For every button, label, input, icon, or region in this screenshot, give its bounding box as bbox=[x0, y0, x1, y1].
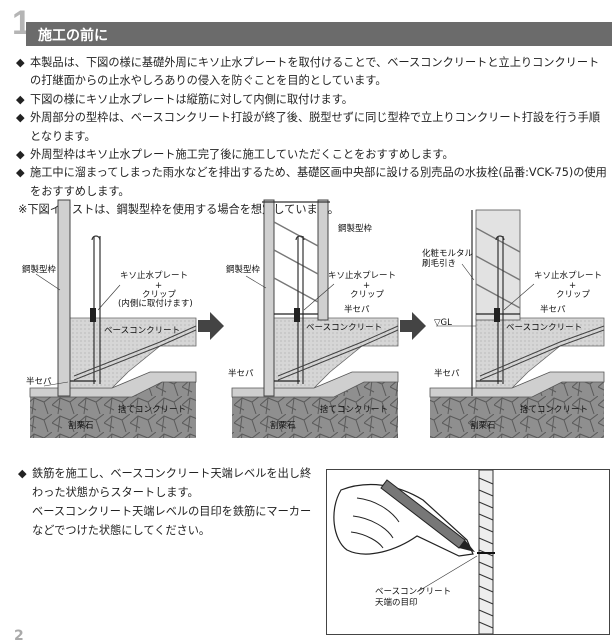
diamond-bullet-icon: ◆ bbox=[16, 111, 25, 125]
label-leveling-concrete: 捨てコンクリート bbox=[118, 404, 186, 415]
note-item: ◆ 本製品は、下図の様に基礎外周にキソ止水プレートを取付けることで、ベースコンクリ… bbox=[16, 54, 608, 91]
step-text-1: 鉄筋を施工し、ベースコンクリート天端レベルを出し終わった状態からスタートします。 bbox=[32, 467, 312, 499]
arrow-right-icon bbox=[400, 312, 426, 340]
diamond-bullet-icon: ◆ bbox=[18, 467, 27, 480]
note-item: ◆ 外周部分の型枠は、ベースコンクリート打設が終了後、脱型せずに同じ型枠で立上りコ… bbox=[16, 109, 608, 146]
diamond-bullet-icon: ◆ bbox=[16, 166, 25, 180]
note-text: 下図の様にキソ止水プレートは縦筋に対して内側に取付けます。 bbox=[30, 92, 353, 106]
rubble-stone bbox=[30, 380, 196, 438]
rebar-bottom bbox=[277, 325, 399, 381]
note-text: 外周型枠はキソ止水プレート施工完了後に施工していただくことをおすすめします。 bbox=[30, 148, 454, 162]
note-item: ◆ 下図の様にキソ止水プレートは縦筋に対して内側に取付けます。 bbox=[16, 91, 608, 109]
label-steel-formwork: 鋼製型枠 bbox=[226, 264, 261, 275]
rebar-hook bbox=[91, 235, 101, 241]
label-plus: + bbox=[363, 281, 370, 291]
diagram-step-3: 化粧モルタル 刷毛引き キソ止水プレート + クリップ 半セパ ▽GL ベースコ… bbox=[422, 209, 605, 438]
label-rubble-stone: 割栗石 bbox=[68, 420, 94, 431]
step-item: ◆ 鉄筋を施工し、ベースコンクリート天端レベルを出し終わった状態からスタートしま… bbox=[18, 464, 318, 502]
water-stop-plate bbox=[494, 308, 500, 322]
marker-illustration: ベースコンクリート 天端の目印 bbox=[326, 469, 610, 635]
note-text: 本製品は、下図の様に基礎外周にキソ止水プレートを取付けることで、ベースコンクリー… bbox=[30, 56, 600, 88]
note-text: 外周部分の型枠は、ベースコンクリート打設が終了後、脱型せずに同じ型枠で立上りコン… bbox=[30, 111, 601, 143]
water-stop-plate bbox=[90, 308, 96, 322]
section-title: 施工の前に bbox=[38, 28, 108, 44]
label-water-stop-plate: キソ止水プレート bbox=[120, 270, 188, 281]
label-rubble-stone: 割栗石 bbox=[470, 420, 496, 431]
label-steel-formwork-inner: 鋼製型枠 bbox=[338, 223, 373, 234]
section-title-bar bbox=[26, 22, 612, 46]
label-base-concrete: ベースコンクリート bbox=[306, 323, 382, 333]
label-half-separator: 半セパ bbox=[26, 376, 52, 387]
rebar-bottom bbox=[73, 325, 197, 381]
section-header: 1 施工の前に bbox=[0, 4, 612, 48]
steel-formwork-inner bbox=[317, 199, 329, 321]
leveling-concrete bbox=[29, 371, 197, 398]
label-clip: クリップ bbox=[142, 290, 177, 300]
arrow-right-icon bbox=[198, 312, 224, 340]
label-base-concrete: ベースコンクリート bbox=[375, 587, 451, 597]
label-plus: + bbox=[155, 281, 162, 291]
label-base-concrete: ベースコンクリート bbox=[104, 326, 180, 336]
step-instructions: ◆ 鉄筋を施工し、ベースコンクリート天端レベルを出し終わった状態からスタートしま… bbox=[18, 464, 318, 540]
label-brushed-finish: 刷毛引き bbox=[422, 258, 456, 269]
rubble-stone bbox=[232, 380, 398, 438]
assumption-note: ※下図イラストは、鋼製型枠を使用する場合を想定しています。 bbox=[18, 203, 339, 217]
rebar-hook bbox=[495, 235, 505, 241]
label-leveling-concrete: 捨てコンクリート bbox=[520, 404, 588, 415]
rebar-hook bbox=[295, 235, 305, 241]
diamond-bullet-icon: ◆ bbox=[16, 148, 25, 162]
label-inside-note: (内側に取付けます) bbox=[118, 298, 193, 309]
page-number: 2 bbox=[14, 628, 24, 644]
label-steel-formwork: 鋼製型枠 bbox=[22, 264, 57, 275]
note-item: ◆ 施工中に溜まってしまった雨水などを排出するため、基礎区画中央部に設ける別売品の… bbox=[16, 164, 608, 201]
label-top-mark: 天端の目印 bbox=[375, 597, 418, 608]
leveling-concrete bbox=[429, 371, 605, 398]
rebar-bottom bbox=[479, 325, 605, 381]
rebar-diagonal bbox=[273, 221, 319, 303]
step-text-2: ベースコンクリート天端レベルの目印を鉄筋にマーカーなどでつけた状態にしてください… bbox=[32, 505, 312, 537]
label-leveling-concrete: 捨てコンクリート bbox=[320, 404, 388, 415]
label-half-separator-top: 半セパ bbox=[540, 304, 566, 315]
label-water-stop-plate: キソ止水プレート bbox=[534, 270, 602, 281]
step-item-continued: ベースコンクリート天端レベルの目印を鉄筋にマーカーなどでつけた状態にしてください… bbox=[18, 502, 318, 540]
diagram-step-1: 鋼製型枠 キソ止水プレート + クリップ (内側に取付けます) ベースコンクリー… bbox=[22, 199, 197, 438]
note-item: ◆ 外周型枠はキソ止水プレート施工完了後に施工していただくことをおすすめします。 bbox=[16, 146, 608, 164]
label-plus: + bbox=[569, 281, 576, 291]
steel-formwork bbox=[57, 199, 71, 397]
label-clip: クリップ bbox=[350, 290, 385, 300]
steel-formwork-outer bbox=[263, 199, 275, 397]
rubble-stone bbox=[430, 380, 604, 438]
note-text: 施工中に溜まってしまった雨水などを排出するため、基礎区画中央部に設ける別売品の水… bbox=[30, 166, 607, 198]
water-stop-plate bbox=[294, 308, 300, 322]
label-water-stop-plate: キソ止水プレート bbox=[328, 270, 396, 281]
label-base-concrete: ベースコンクリート bbox=[506, 323, 582, 333]
label-half-separator: 半セパ bbox=[434, 368, 460, 379]
diamond-bullet-icon: ◆ bbox=[16, 56, 25, 69]
label-clip: クリップ bbox=[556, 290, 591, 300]
label-half-separator-top: 半セパ bbox=[344, 304, 370, 315]
label-ground-level: ▽GL bbox=[434, 318, 452, 328]
base-concrete bbox=[475, 317, 605, 389]
notes-list: ◆ 本製品は、下図の様に基礎外周にキソ止水プレートを取付けることで、ベースコンクリ… bbox=[16, 54, 608, 220]
label-half-separator: 半セパ bbox=[228, 368, 254, 379]
diagram-step-2: 鋼製型枠 鋼製型枠 キソ止水プレート + クリップ 半セパ ベースコンクリート … bbox=[226, 199, 399, 438]
label-decorative-mortar: 化粧モルタル bbox=[422, 248, 474, 259]
label-rubble-stone: 割栗石 bbox=[270, 420, 296, 431]
diamond-bullet-icon: ◆ bbox=[16, 92, 25, 106]
